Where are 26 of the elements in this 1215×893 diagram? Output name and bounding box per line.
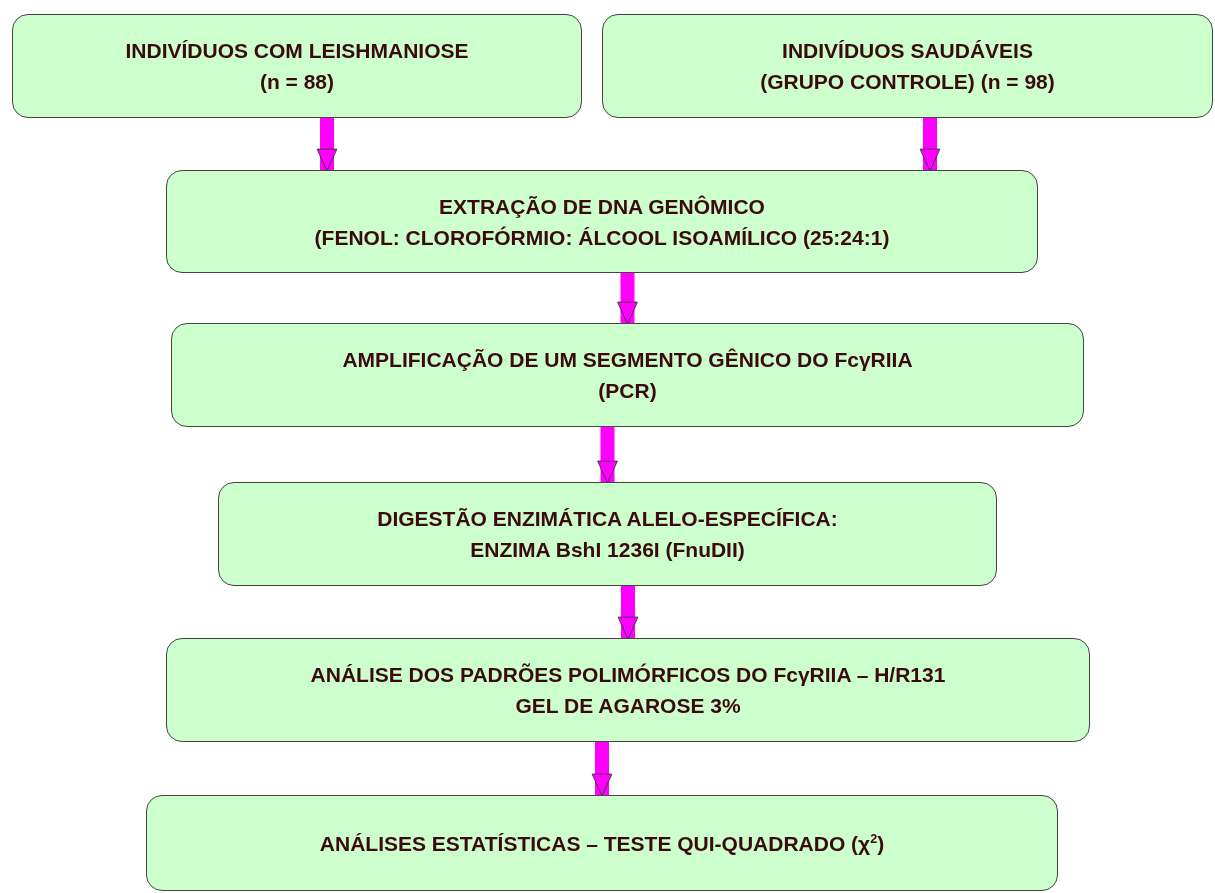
arrow <box>617 273 638 325</box>
process-box <box>12 14 582 118</box>
arrow <box>919 118 941 172</box>
step-text: ANÁLISES ESTATÍSTICAS – TESTE QUI-QUADRADO (χ$^{2}$) <box>319 830 885 857</box>
process-box <box>146 795 1058 891</box>
step-text: (PCR) <box>598 378 657 404</box>
step-text: EXTRAÇÃO DE DNA GENÔMICO <box>439 193 765 220</box>
step-text: INDIVÍDUOS SAUDÁVEIS <box>782 38 1033 64</box>
process-box <box>166 638 1090 742</box>
step-text: INDIVÍDUOS COM LEISHMANIOSE <box>125 38 469 64</box>
step-text: (n = 88) <box>259 69 335 95</box>
arrow <box>617 586 639 640</box>
process-box <box>166 170 1038 273</box>
step-text: DIGESTÃO ENZIMÁTICA ALELO-ESPECÍFICA: <box>377 506 838 532</box>
step-text: ENZIMA BshI 1236I (FnuDII) <box>470 537 745 563</box>
process-box <box>602 14 1213 118</box>
step-text: GEL DE AGAROSE 3% <box>515 693 741 719</box>
arrow <box>591 742 613 797</box>
arrow <box>597 427 618 484</box>
step-text: AMPLIFICAÇÃO DE UM SEGMENTO GÊNICO DO FcγRIIA <box>342 347 913 373</box>
arrow <box>316 118 338 172</box>
step-text: ANÁLISE DOS PADRÕES POLIMÓRFICOS DO FcγRIIA – H/R131 <box>310 662 946 688</box>
step-text: (FENOL: CLOROFÓRMIO: ÁLCOOL ISOAMÍLICO (25:24:1) <box>314 224 890 251</box>
step-text: (GRUPO CONTROLE) (n = 98) <box>760 69 1055 95</box>
process-box <box>171 323 1084 427</box>
process-box <box>218 482 997 586</box>
